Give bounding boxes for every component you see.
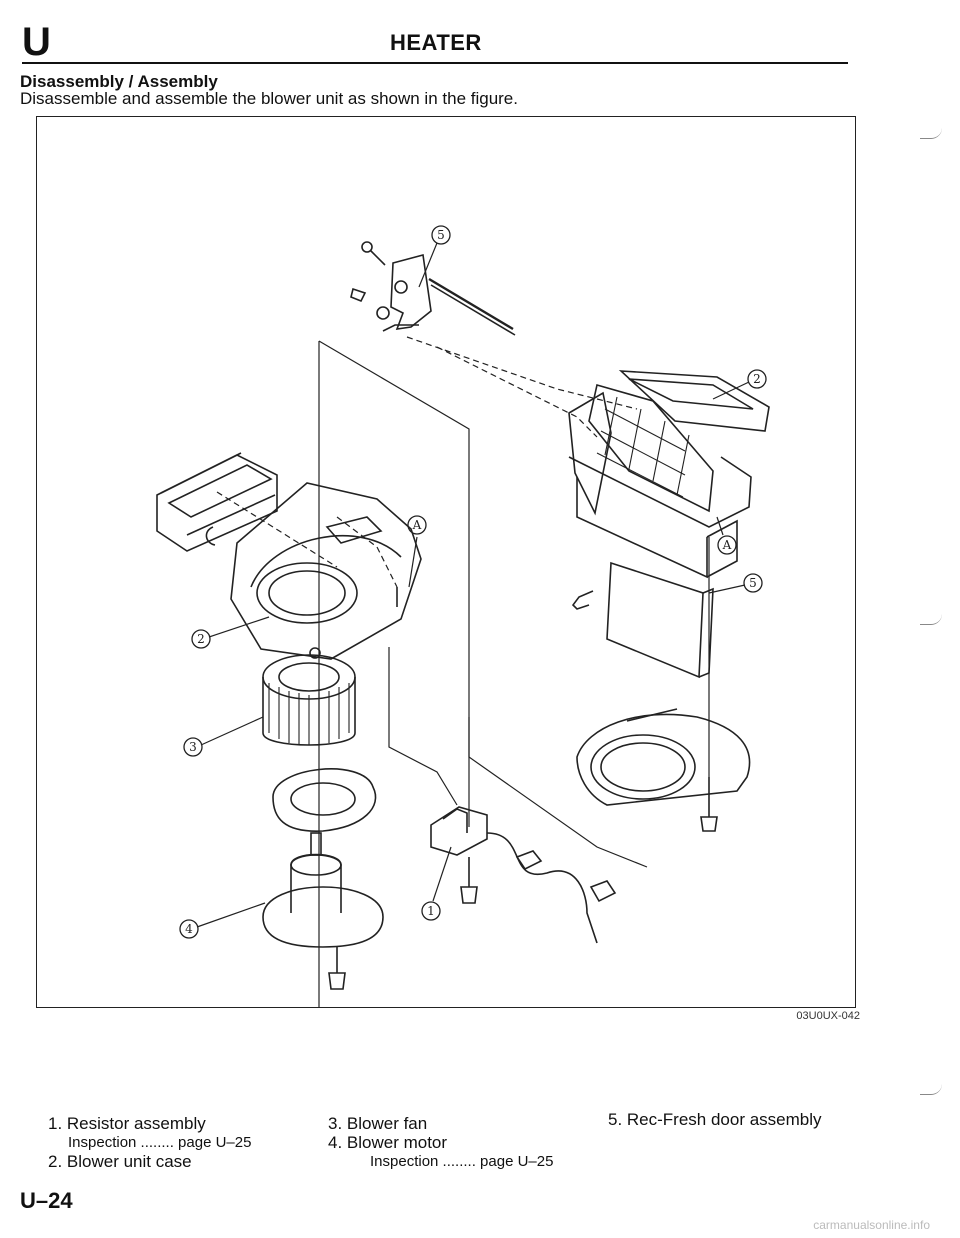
svg-text:3: 3	[189, 740, 197, 754]
rec-fresh-door-parts	[350, 241, 516, 336]
legend-item-resistor-inspection: Inspection ........ page U–25	[68, 1134, 252, 1151]
section-heading: Disassembly / Assembly	[20, 72, 218, 91]
svg-text:2: 2	[197, 632, 205, 646]
svg-text:A: A	[412, 518, 422, 532]
legend-item-resistor-assembly: 1. Resistor assembly	[48, 1114, 206, 1133]
exploded-view-figure: 5 2 A A 5 2 3 4 1	[36, 116, 856, 1008]
blower-unit-case-upper	[568, 370, 770, 579]
svg-text:2: 2	[753, 372, 761, 386]
legend-item-rec-fresh-door: 5. Rec-Fresh door assembly	[608, 1110, 822, 1129]
resistor-duct	[156, 452, 278, 552]
legend-column-1: 1. Resistor assembly Inspection ........…	[48, 1114, 251, 1171]
blower-unit-diagram: 5 2 A A 5 2 3 4 1	[156, 225, 770, 1007]
intro-text: Disassemble and assemble the blower unit…	[20, 89, 518, 108]
figure-code: 03U0UX-042	[796, 1010, 860, 1022]
svg-text:5: 5	[749, 576, 757, 590]
filter-pad	[571, 561, 714, 679]
svg-text:4: 4	[185, 922, 193, 936]
legend-column-2: 3. Blower fan 4. Blower motor Inspection…	[328, 1114, 553, 1171]
callout-markers	[179, 225, 767, 939]
alignment-lines	[216, 336, 710, 1007]
legend-item-motor-inspection: Inspection ........ page U–25	[370, 1153, 554, 1170]
svg-text:A: A	[722, 538, 732, 552]
resistor-assembly	[430, 806, 617, 944]
page-title: HEATER	[390, 30, 482, 55]
legend-item-blower-motor: 4. Blower motor	[328, 1133, 448, 1152]
svg-text:5: 5	[437, 228, 445, 242]
watermark: carmanualsonline.info	[813, 1218, 930, 1232]
legend-column-3: 5. Rec-Fresh door assembly	[608, 1110, 822, 1129]
page-number: U–24	[20, 1188, 73, 1213]
margin-mark	[920, 614, 942, 625]
svg-text:1: 1	[427, 904, 435, 918]
blower-unit-case-middle	[205, 482, 422, 660]
callout-numbers: 5 2 A A 5 2 3 4 1	[185, 228, 761, 936]
legend-item-blower-unit-case: 2. Blower unit case	[48, 1152, 192, 1171]
blower-motor	[262, 832, 384, 990]
legend-item-blower-fan: 3. Blower fan	[328, 1114, 428, 1133]
gasket	[272, 768, 377, 832]
margin-mark	[920, 1084, 942, 1095]
blower-fan	[262, 647, 356, 746]
margin-mark	[920, 128, 942, 139]
section-letter: U	[22, 20, 51, 64]
blower-case-lower	[576, 708, 751, 832]
callout-leaders	[196, 242, 750, 928]
header-rule	[22, 62, 848, 64]
